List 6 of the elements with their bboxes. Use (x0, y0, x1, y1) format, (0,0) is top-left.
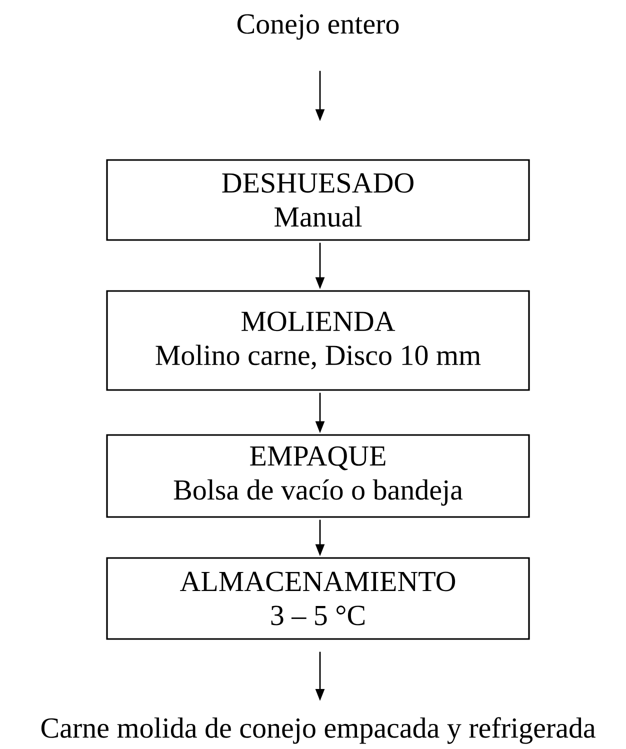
flow-text: Carne molida de conejo empacada y refrigerada (41, 717, 596, 744)
process-box: DESHUESADO Manual (106, 159, 530, 241)
process-box: MOLIENDA Molino carne, Disco 10 mm (106, 290, 530, 391)
process-box: EMPAQUE Bolsa de vacío o bandeja (106, 434, 530, 518)
flow-text: Conejo entero (237, 14, 399, 40)
process-box: ALMACENAMIENTO 3 – 5 °C (106, 557, 530, 640)
